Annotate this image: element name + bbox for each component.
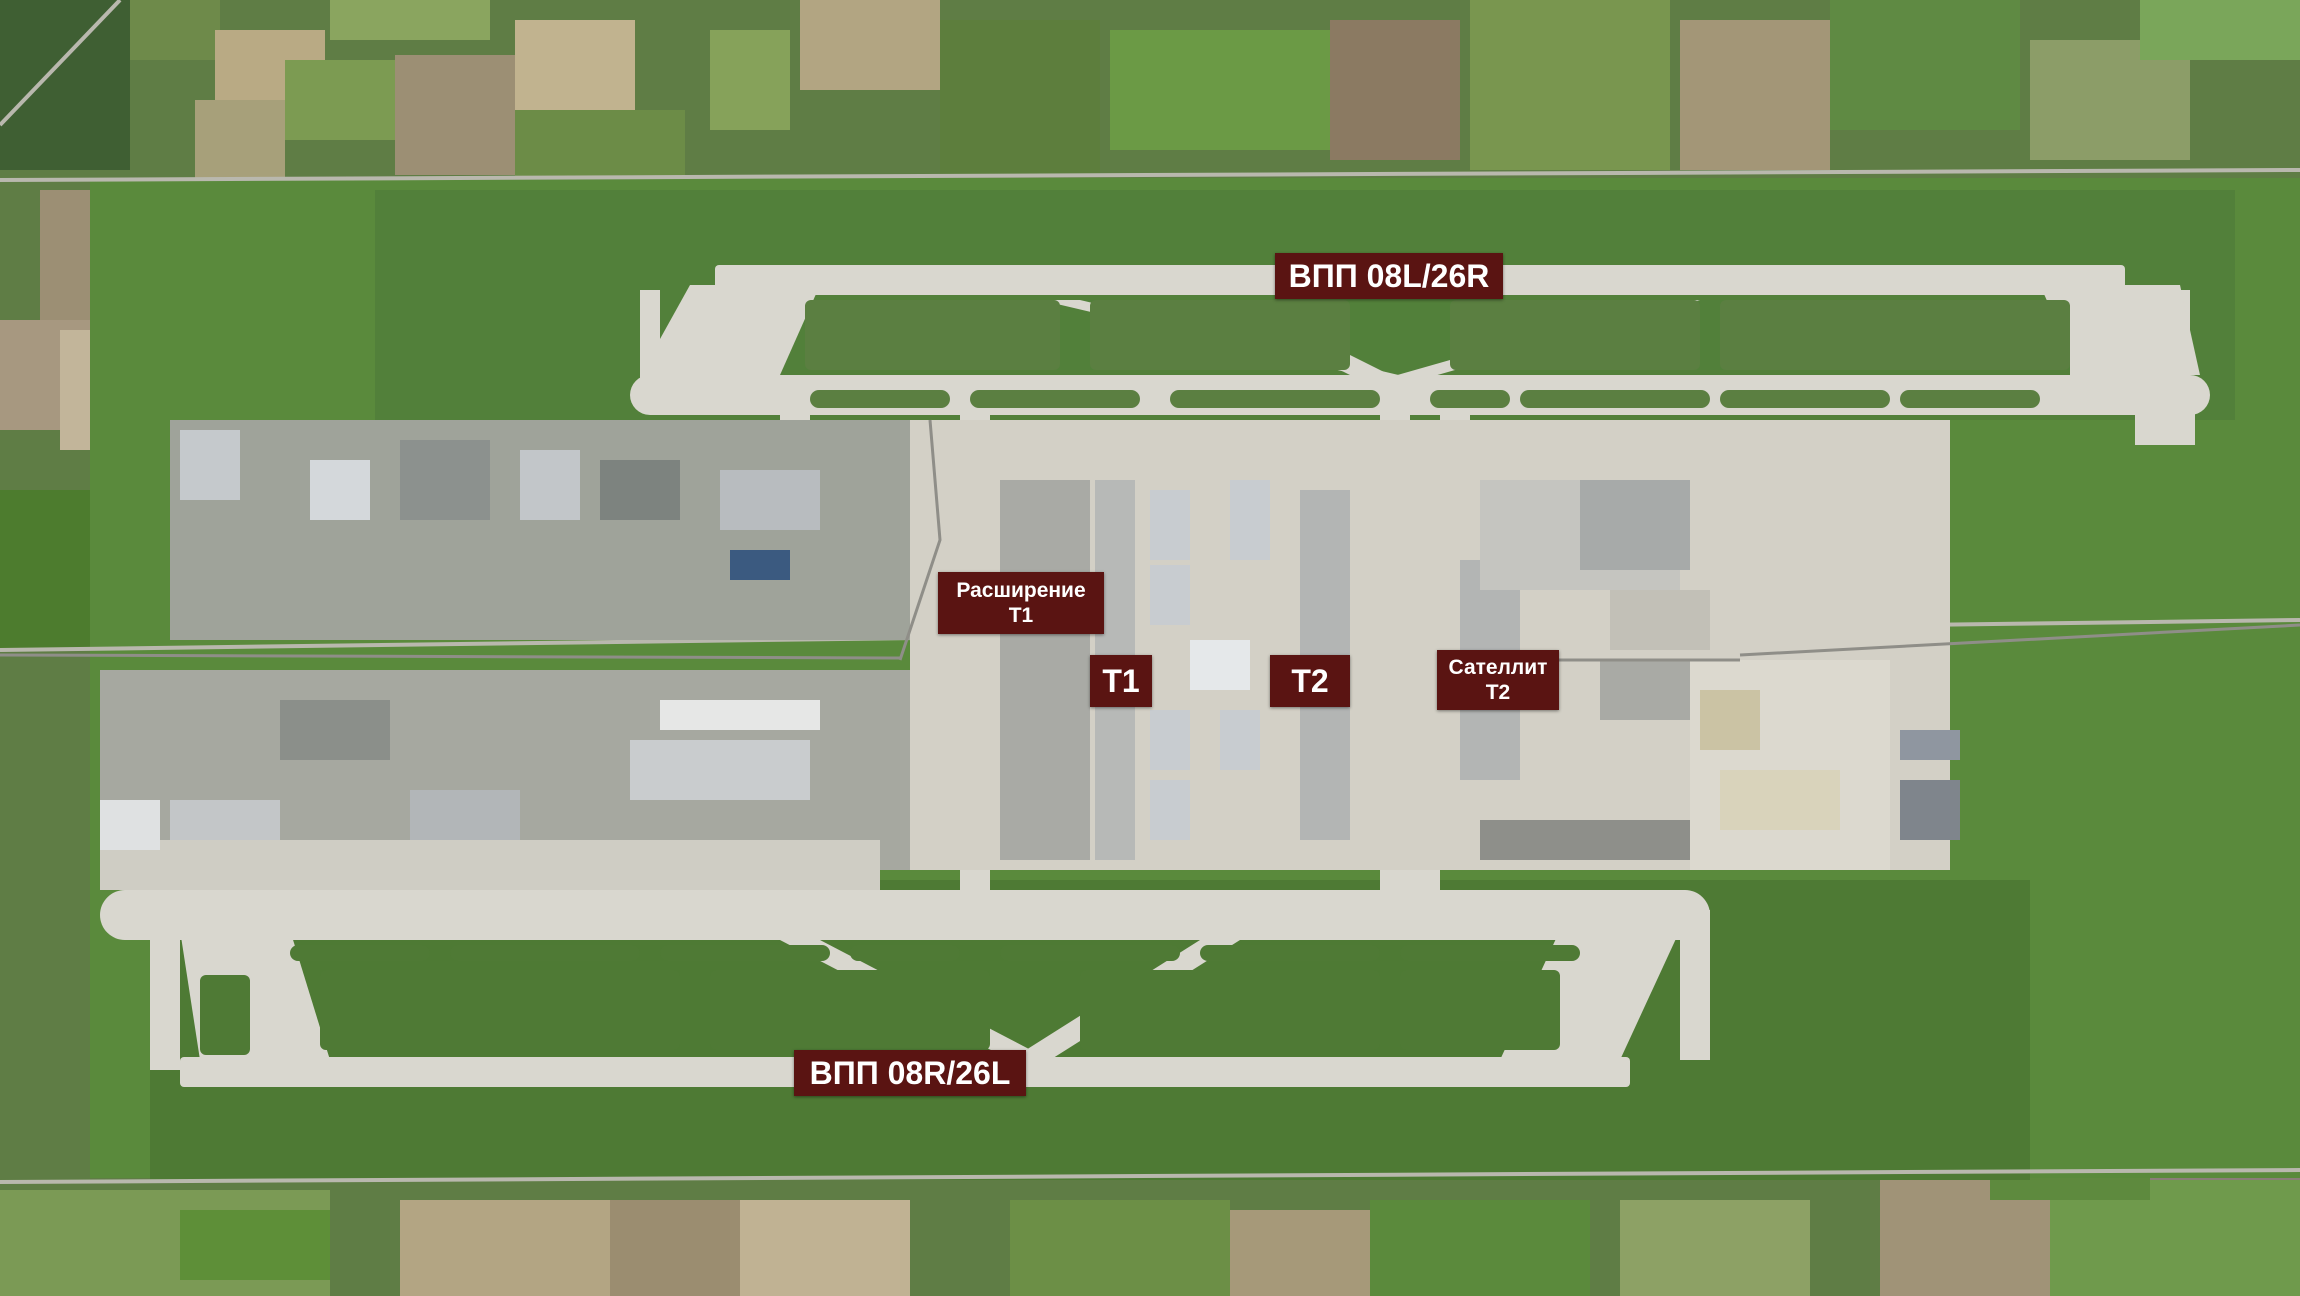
t1-expansion-label: Расширение T1	[938, 572, 1104, 634]
central-terminal-area	[910, 420, 1950, 870]
west-building-area	[100, 420, 910, 890]
t1-expansion-line2: T1	[1008, 604, 1034, 627]
runway-south-label: ВПП 08R/26L	[794, 1050, 1026, 1096]
runway-south-label-text: ВПП 08R/26L	[809, 1054, 1011, 1091]
satellite-t2-line1: Сателлит	[1448, 655, 1548, 679]
t1-label: T1	[1090, 655, 1152, 707]
runway-north-infield	[805, 300, 2070, 408]
satellite-t2-line2: T2	[1485, 681, 1511, 704]
runway-south-infield	[200, 945, 1580, 1055]
runway-north-label: ВПП 08L/26R	[1275, 253, 1503, 299]
runway-north-label-text: ВПП 08L/26R	[1288, 257, 1490, 294]
east-apron	[1690, 660, 1960, 870]
t2-label: T2	[1270, 655, 1350, 707]
t1-label-text: T1	[1102, 662, 1140, 699]
t1-expansion-line1: Расширение	[956, 578, 1086, 602]
satellite-t2-label: Сателлит T2	[1437, 650, 1559, 710]
t2-label-text: T2	[1291, 662, 1329, 699]
